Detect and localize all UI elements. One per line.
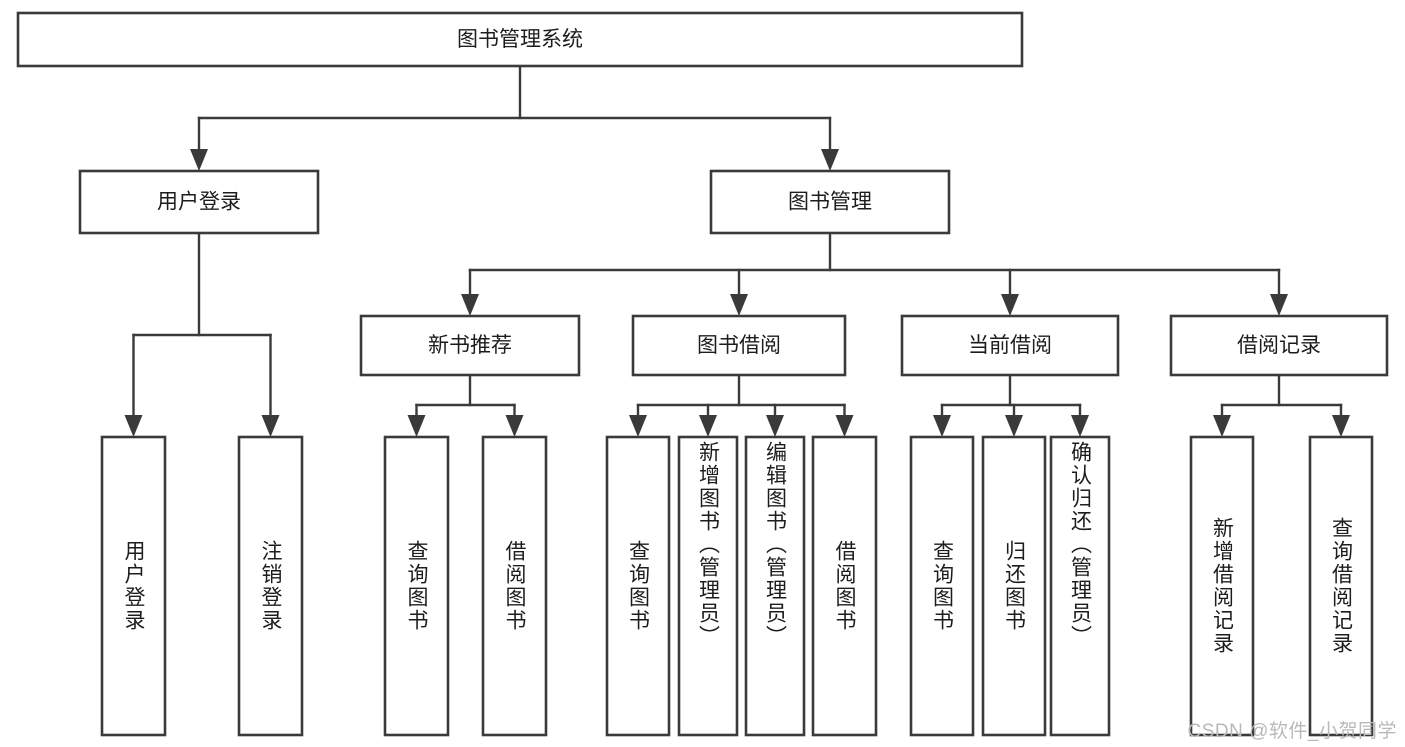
node-box-leaf-query-book-2[interactable]: [605, 435, 671, 737]
node-boxes: [16, 11, 1389, 737]
node-box-leaf-borrow-book-1[interactable]: [481, 435, 548, 737]
arrow-icon-leaf-edit-book: [766, 415, 784, 437]
arrow-icon-leaf-query-book-3: [933, 415, 951, 437]
node-box-leaf-query-book-1[interactable]: [383, 435, 450, 737]
node-label-new-book-recommend: 新书推荐: [428, 334, 512, 357]
arrow-icon-leaf-user-login: [124, 415, 143, 437]
node-label-root: 图书管理系统: [457, 28, 583, 51]
node-box-new-book-recommend[interactable]: [359, 314, 581, 377]
arrow-icon-book-manage: [821, 149, 839, 171]
arrow-icon-book-borrow: [730, 294, 748, 316]
arrow-icon-leaf-query-book-1: [407, 415, 426, 437]
node-box-book-borrow[interactable]: [631, 314, 847, 377]
arrow-icon-leaf-query-book-2: [629, 415, 647, 437]
arrow-icon-leaf-user-logout: [261, 415, 280, 437]
node-label-current-borrow: 当前借阅: [968, 334, 1052, 357]
arrow-icon-user-login: [190, 149, 208, 171]
arrow-icon-leaf-add-book: [699, 415, 717, 437]
node-box-leaf-confirm-return[interactable]: [1049, 435, 1111, 737]
node-box-root[interactable]: [16, 11, 1024, 68]
node-box-leaf-user-login[interactable]: [100, 435, 167, 737]
node-box-leaf-edit-book[interactable]: [744, 435, 806, 737]
arrow-icon-leaf-return-book: [1005, 415, 1023, 437]
arrow-icon-leaf-borrow-book-1: [505, 415, 524, 437]
node-box-book-manage[interactable]: [709, 169, 951, 235]
node-box-leaf-query-record[interactable]: [1308, 435, 1374, 737]
node-box-leaf-query-book-3[interactable]: [909, 435, 975, 737]
arrow-icon-leaf-confirm-return: [1071, 415, 1089, 437]
node-box-leaf-user-logout[interactable]: [237, 435, 304, 737]
arrow-icon-new-book-recommend: [461, 294, 479, 316]
node-box-leaf-return-book[interactable]: [981, 435, 1047, 737]
arrow-icon-leaf-add-record: [1213, 415, 1231, 437]
arrow-icon-borrow-record: [1270, 294, 1288, 316]
arrow-icon-leaf-borrow-book-2: [835, 415, 854, 437]
watermark-text: CSDN @软件_小贺同学: [1187, 721, 1397, 742]
node-box-leaf-add-book[interactable]: [677, 435, 739, 737]
arrow-icon-current-borrow: [1001, 294, 1019, 316]
node-label-book-borrow: 图书借阅: [697, 334, 781, 357]
node-box-leaf-add-record[interactable]: [1189, 435, 1255, 737]
node-label-borrow-record: 借阅记录: [1237, 334, 1321, 357]
connector-lines: [124, 64, 1350, 437]
arrow-icon-leaf-query-record: [1332, 415, 1350, 437]
node-box-borrow-record[interactable]: [1169, 314, 1389, 377]
node-label-user-login: 用户登录: [157, 191, 241, 214]
node-box-leaf-borrow-book-2[interactable]: [811, 435, 878, 737]
node-box-user-login[interactable]: [78, 169, 320, 235]
node-box-current-borrow[interactable]: [900, 314, 1120, 377]
node-label-book-manage: 图书管理: [788, 191, 872, 214]
